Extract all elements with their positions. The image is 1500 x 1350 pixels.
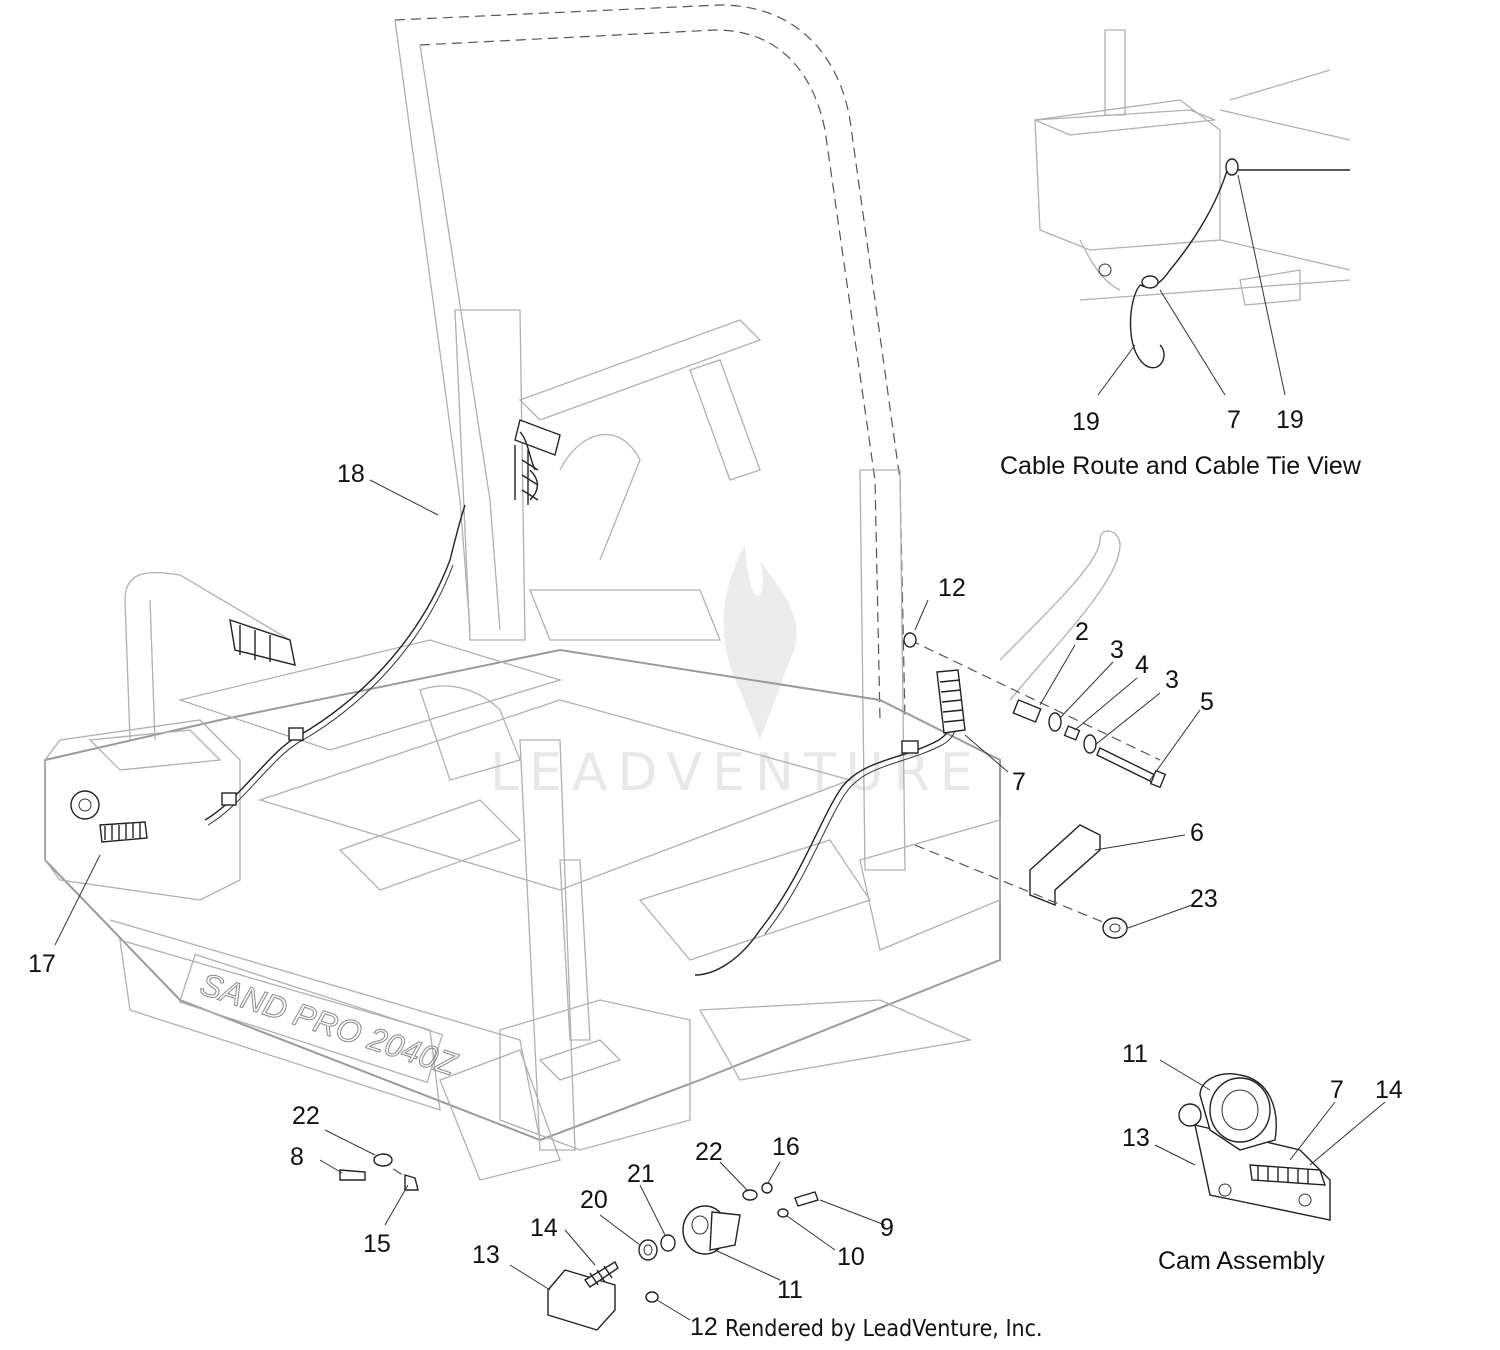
callout-6: 6 bbox=[1190, 819, 1204, 847]
callout-2: 2 bbox=[1075, 618, 1089, 646]
callout-7-cam: 7 bbox=[1330, 1076, 1344, 1104]
right-cable bbox=[694, 669, 966, 976]
callout-11-cam: 11 bbox=[1122, 1040, 1148, 1068]
callout-10: 10 bbox=[837, 1243, 865, 1271]
callout-18: 18 bbox=[337, 460, 365, 488]
callout-21: 21 bbox=[627, 1160, 655, 1188]
callout-9: 9 bbox=[880, 1214, 894, 1242]
callout-labels: 19 7 19 18 12 2 3 4 3 5 7 6 23 17 11 7 1… bbox=[28, 406, 1403, 1341]
leader-lines bbox=[54, 174, 1386, 1321]
callout-23: 23 bbox=[1190, 885, 1218, 913]
callout-20: 20 bbox=[580, 1186, 608, 1214]
callout-13-cam: 13 bbox=[1122, 1124, 1150, 1152]
render-credit: Rendered by LeadVenture, Inc. bbox=[725, 1316, 1043, 1342]
left-control-housing bbox=[44, 719, 241, 901]
callout-4: 4 bbox=[1135, 651, 1149, 679]
callout-7-inset: 7 bbox=[1227, 406, 1241, 434]
callout-8: 8 bbox=[290, 1143, 304, 1171]
callout-22-left: 22 bbox=[292, 1102, 320, 1130]
watermark-text: LEADVENTURE bbox=[490, 743, 983, 803]
callout-3-first: 3 bbox=[1110, 636, 1124, 664]
cam-assembly-caption: Cam Assembly bbox=[1158, 1247, 1325, 1275]
right-control-tower bbox=[499, 859, 691, 1151]
left-cam-spring bbox=[99, 821, 148, 843]
chassis-frame bbox=[44, 639, 1001, 1181]
mounting-hardware-stack bbox=[903, 632, 1167, 789]
callout-11-bottom: 11 bbox=[777, 1276, 803, 1304]
cam-assembly-inset bbox=[1178, 1073, 1331, 1221]
rops-roll-bar bbox=[394, 4, 906, 871]
callout-14-cam: 14 bbox=[1375, 1076, 1403, 1104]
callout-15: 15 bbox=[363, 1230, 391, 1258]
callout-14-bottom: 14 bbox=[530, 1214, 558, 1242]
upper-cable-spring bbox=[514, 419, 561, 505]
callout-19-right-inset: 19 bbox=[1276, 406, 1304, 434]
callout-17: 17 bbox=[28, 950, 56, 978]
cable-route-caption: Cable Route and Cable Tie View bbox=[1000, 452, 1361, 480]
watermark: LEADVENTURE bbox=[490, 545, 983, 803]
callout-5: 5 bbox=[1200, 688, 1214, 716]
callout-22-right: 22 bbox=[695, 1138, 723, 1166]
callout-3-second: 3 bbox=[1165, 666, 1179, 694]
frame-decal: SAND PRO 2040Z bbox=[178, 953, 463, 1083]
watermark-flame-icon bbox=[723, 545, 797, 740]
callout-13-bottom: 13 bbox=[472, 1241, 500, 1269]
frame-decal-text: SAND PRO 2040Z bbox=[196, 966, 462, 1083]
callout-12-bottom: 12 bbox=[690, 1313, 718, 1341]
callout-19-left-inset: 19 bbox=[1072, 408, 1100, 436]
exploded-cam-parts bbox=[339, 1153, 819, 1331]
left-steering-lever bbox=[124, 571, 296, 741]
bracket bbox=[1029, 824, 1101, 907]
flange-nut bbox=[914, 844, 1128, 939]
callout-12-top: 12 bbox=[938, 574, 966, 602]
callout-7-main: 7 bbox=[1012, 768, 1026, 796]
cable-route-inset bbox=[1034, 29, 1351, 369]
callout-16: 16 bbox=[772, 1133, 800, 1161]
right-steering-lever bbox=[999, 530, 1121, 701]
left-cable bbox=[204, 504, 466, 826]
seat-frame bbox=[518, 319, 762, 641]
